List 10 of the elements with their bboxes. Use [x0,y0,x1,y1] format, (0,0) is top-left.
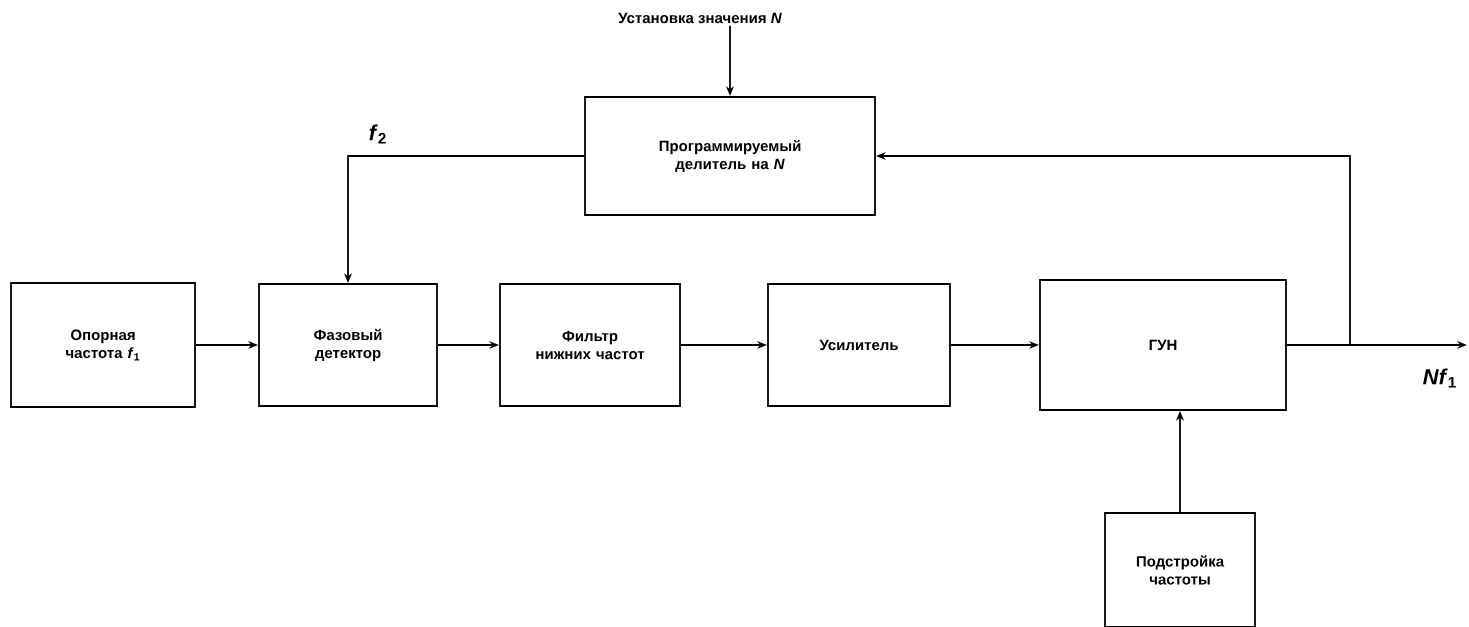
process-box: Усилитель [767,283,951,407]
output-label: Nf$_{1}$ [1423,368,1456,388]
input-label: Установка значения N [618,12,782,24]
process-box: Подстройка частоты [1104,512,1256,627]
process-box: Опорная частота f$_{1}$ [10,282,196,408]
signal-label: f$_{2}$ [369,124,386,144]
process-box: ГУН [1039,279,1287,411]
process-box: Программируемый делитель на N [584,96,876,216]
process-box: Фильтр нижних частот [499,283,681,407]
process-box: Фазовый детектор [258,283,438,407]
